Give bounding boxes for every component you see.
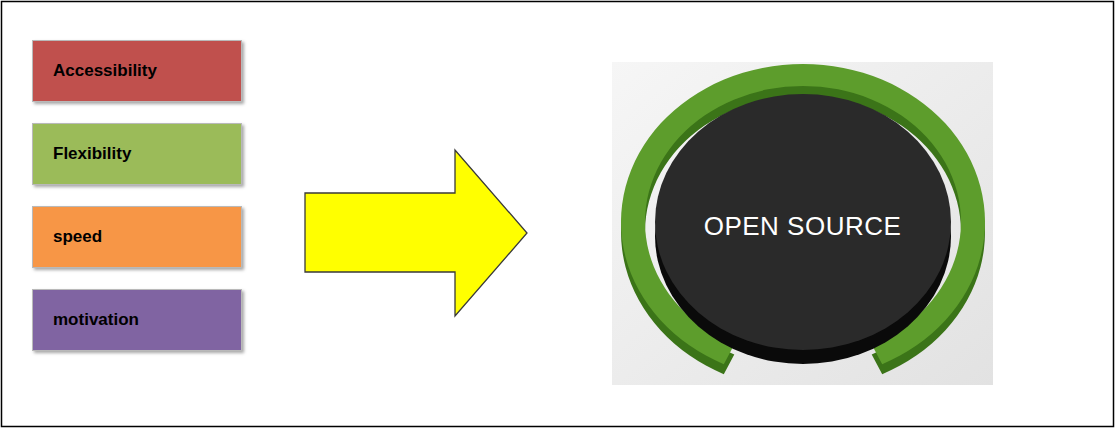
feature-box: speed — [32, 206, 242, 268]
feature-box: motivation — [32, 289, 242, 351]
black-disc — [655, 94, 951, 350]
green-ring — [621, 64, 985, 364]
box-label: Accessibility — [53, 61, 157, 81]
feature-box: Flexibility — [32, 123, 242, 185]
box-label: speed — [53, 227, 102, 247]
box-label: motivation — [53, 310, 139, 330]
feature-box: Accessibility — [32, 40, 242, 102]
open-source-button: OPEN SOURCE — [612, 62, 993, 385]
box-label: Flexibility — [53, 144, 131, 164]
block-arrow — [305, 150, 527, 316]
button-background — [612, 62, 993, 385]
button-label: OPEN SOURCE — [704, 211, 902, 242]
